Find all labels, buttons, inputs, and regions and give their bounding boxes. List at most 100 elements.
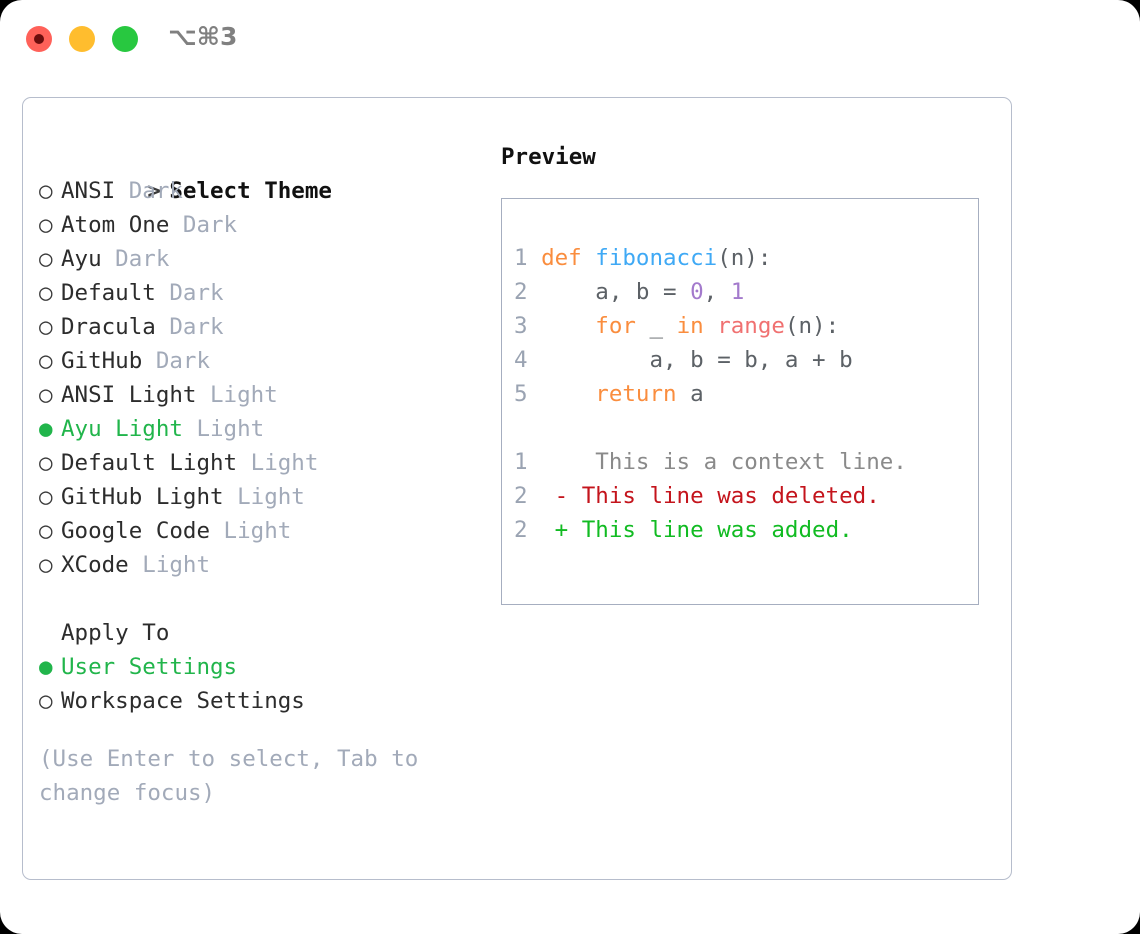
code-line: 3 for _ in range(n): (514, 309, 972, 343)
diff-sample: 1 This is a context line.2 - This line w… (514, 445, 972, 547)
theme-kind-badge: Dark (155, 280, 224, 306)
radio-unselected-icon: ○ (39, 518, 53, 544)
theme-name: Google Code (61, 518, 211, 544)
code-line: 1 def fibonacci(n): (514, 241, 972, 275)
code-line: 5 return a (514, 377, 972, 411)
code-line: 2 a, b = 0, 1 (514, 275, 972, 309)
radio-unselected-icon: ○ (39, 314, 53, 340)
apply-to-option-label: User Settings (61, 654, 238, 680)
theme-name: XCode (61, 552, 129, 578)
prompt-caret-icon: > (147, 178, 161, 204)
code-token (541, 313, 595, 339)
theme-name: Default Light (61, 450, 238, 476)
code-token (541, 381, 595, 407)
radio-unselected-icon: ○ (39, 246, 53, 272)
theme-list: ○ANSI Dark○Atom One Dark○Ayu Dark○Defaul… (39, 174, 479, 582)
radio-selected-icon: ● (39, 654, 53, 680)
theme-picker: >Select Theme ○ANSI Dark○Atom One Dark○A… (39, 140, 479, 810)
diff-text: This line was added. (568, 517, 853, 543)
theme-kind-badge: Light (210, 518, 292, 544)
page-title: Select Theme (169, 178, 332, 204)
list-spacer (39, 582, 479, 616)
code-diff-spacer (514, 411, 972, 445)
theme-list-item[interactable]: ○Ayu Dark (39, 242, 479, 276)
line-number: 1 (514, 449, 555, 475)
theme-kind-badge: Light (182, 416, 265, 442)
preview-section: Preview 1 def fibonacci(n):2 a, b = 0, 1… (501, 140, 1001, 605)
diff-text: This line was deleted. (568, 483, 880, 509)
theme-list-item[interactable]: ○ Atom One Dark (39, 208, 479, 242)
theme-picker-header: > Select Theme (39, 140, 479, 204)
theme-name: ANSI Light (61, 382, 197, 408)
theme-list-item[interactable]: ○ XCode Light (39, 548, 479, 582)
minimize-button[interactable] (69, 26, 95, 52)
line-number: 5 (514, 381, 542, 407)
apply-to-option-label: Workspace Settings (61, 688, 305, 714)
line-number: 2 (514, 483, 555, 509)
radio-unselected-icon: ○ (39, 280, 53, 306)
theme-kind-badge: Light (196, 382, 278, 408)
content-panel: >Select Theme ○ANSI Dark○Atom One Dark○A… (22, 97, 1012, 880)
theme-name: Ayu Light (61, 416, 183, 442)
theme-list-item[interactable]: ○ Default Light Light (39, 446, 479, 480)
code-token: in (676, 313, 704, 339)
diff-marker: + (554, 517, 569, 543)
radio-unselected-icon: ○ (39, 484, 53, 510)
code-token: fibonacci (595, 245, 718, 271)
theme-kind-badge: Dark (142, 348, 211, 374)
line-number: 2 (514, 517, 555, 543)
apply-to-option[interactable]: ● User Settings (39, 650, 479, 684)
preview-label: Preview (501, 144, 596, 170)
code-token: (n): (784, 313, 840, 339)
theme-kind-badge: Light (223, 484, 305, 510)
radio-unselected-icon: ○ (39, 450, 53, 476)
theme-name: Default (61, 280, 156, 306)
code-token: 0 (690, 279, 704, 305)
line-number: 2 (514, 279, 542, 305)
theme-name: GitHub (61, 348, 143, 374)
theme-list-item[interactable]: ●Ayu Light Light (39, 412, 479, 446)
theme-list-item[interactable]: ○ GitHub Light Light (39, 480, 479, 514)
maximize-button[interactable] (112, 26, 138, 52)
close-button[interactable] (26, 26, 52, 52)
code-token: return (595, 381, 677, 407)
theme-list-item[interactable]: ○ Google Code Light (39, 514, 479, 548)
code-token: a (676, 381, 704, 407)
theme-list-item[interactable]: ○GitHub Dark (39, 344, 479, 378)
traffic-lights (26, 26, 138, 52)
radio-unselected-icon: ○ (39, 212, 53, 238)
radio-unselected-icon: ○ (39, 382, 53, 408)
code-token: a, b = b, a + b (541, 347, 853, 373)
code-token: def (541, 245, 596, 271)
diff-line: 2 + This line was added. (514, 513, 972, 547)
line-number: 4 (514, 347, 542, 373)
code-token: _ (635, 313, 677, 339)
code-token: 1 (730, 279, 745, 305)
theme-kind-badge: Dark (169, 212, 238, 238)
apply-to-label: Apply To (61, 620, 170, 646)
radio-unselected-icon: ○ (39, 178, 53, 204)
keyboard-shortcut-label: ⌥⌘3 (168, 22, 238, 51)
theme-list-item[interactable]: ○ Default Dark (39, 276, 479, 310)
diff-line: 1 This is a context line. (514, 445, 972, 479)
line-number: 1 (514, 245, 542, 271)
theme-name: Atom One (61, 212, 170, 238)
code-token: for (595, 313, 636, 339)
theme-list-item[interactable]: ○ ANSI Light Light (39, 378, 479, 412)
theme-name: ANSI (61, 178, 116, 204)
diff-line: 2 - This line was deleted. (514, 479, 972, 513)
apply-to-list: ● User Settings ○Workspace Settings (39, 650, 479, 718)
diff-marker: - (554, 483, 569, 509)
apply-to-option[interactable]: ○Workspace Settings (39, 684, 479, 718)
theme-name: GitHub Light (61, 484, 224, 510)
theme-kind-badge: Light (237, 450, 319, 476)
title-bar: ⌥⌘3 (0, 0, 1140, 78)
code-token: a, b = (541, 279, 691, 305)
radio-unselected-icon: ○ (39, 552, 53, 578)
theme-list-item[interactable]: ○ANSI Dark (39, 174, 479, 208)
theme-kind-badge: Light (128, 552, 211, 578)
theme-list-item[interactable]: ○Dracula Dark (39, 310, 479, 344)
code-line: 4 a, b = b, a + b (514, 343, 972, 377)
